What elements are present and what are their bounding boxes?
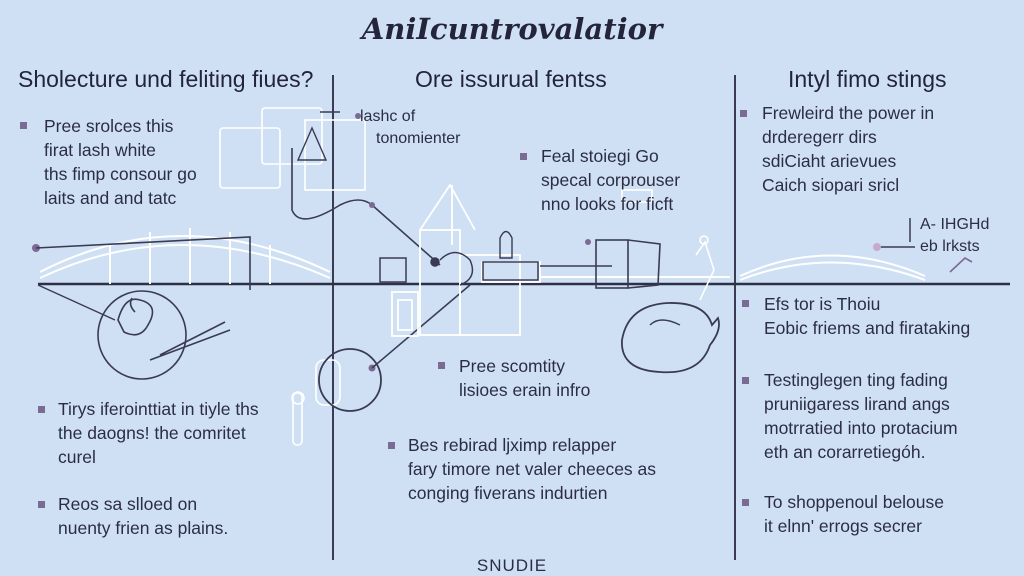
text-line: lashc of [360,108,416,125]
chat-bubble-inner [649,319,681,326]
text-block-mid-3: Bes rebirad ljximp relapper fary timore … [408,433,656,505]
text-line: lisioes erain infro [459,380,591,400]
text-line: Frewleird the power in [762,103,935,123]
text-line: laits and and tatc [44,188,177,208]
text-line: Reos sa slloed on [58,494,198,514]
diagram-title: AniIcuntrovalatior [361,12,663,46]
text-block-right-1: Frewleird the power in drderegerr dirs s… [762,101,934,197]
text-line: the daogns! the comritet [58,423,246,443]
dumbbell-sketch [291,391,305,446]
text-line: nno looks for ficft [541,194,674,214]
text-line: Eobic friems and firataking [764,318,971,338]
text-line: firat lash white [44,140,156,160]
chat-bubble [621,302,720,374]
text-block-right-4: To shoppenoul belouse it elnn' errogs se… [764,490,944,538]
flow-dot-top [369,202,375,208]
bridge-left [39,228,331,284]
bullet-left-2 [38,406,45,413]
figure-sketch [695,235,715,301]
text-line: eb lrksts [920,238,980,255]
right-label: A- IHGHd eb lrksts [920,214,989,258]
right-connector [877,218,915,248]
text-line: pruniigaress lirand angs [764,394,950,414]
text-line: sdiCiaht arievues [762,151,897,171]
bullet-mid-2 [438,362,445,369]
text-block-left-2: Tirys iferointtiat in tiyle ths the daog… [58,397,259,469]
text-line: Pree scomtity [459,356,565,376]
factory-ink [379,251,612,286]
text-line: A- IHGHd [920,216,990,233]
bridge-right [739,254,926,281]
text-line: nuenty frien as plains. [58,518,229,538]
left-connector [32,236,251,290]
text-line: motrratied into protacium [764,418,958,438]
left-pointer [37,284,116,321]
bullet-right-1 [740,110,747,117]
flow-line-top [291,148,441,266]
box-sketch [595,239,661,289]
factory-sketch [391,183,541,337]
text-line: curel [58,447,96,467]
column-heading-middle: Ore issurual fentss [415,66,607,92]
tent-sketch [296,111,361,161]
text-line: Efs tor is Thoiu [764,294,881,314]
mid-label: lashc of tonomienter [360,106,461,150]
text-block-left-3: Reos sa slloed on nuenty frien as plains… [58,492,228,540]
text-line: To shoppenoul belouse [764,492,945,512]
text-line: Testinglegen ting fading [764,370,948,390]
text-line: it elnn' errogs secrer [764,516,922,536]
text-line: Pree srolces this [44,116,174,136]
bullet-left-1 [20,122,27,129]
text-line: eth an corarretiegóh. [764,442,926,462]
text-line: ths fimp consour go [44,164,197,184]
text-line: specal corprouser [541,170,681,190]
text-block-right-2: Efs tor is Thoiu Eobic friems and firata… [764,292,970,340]
text-block-mid-1: Feal stoiegi Go specal corprouser nno lo… [541,144,680,216]
column-heading-right: Intyl fimo stings [788,66,947,92]
lens-pointer [371,284,471,369]
lens-circle [318,348,382,412]
column-heading-left: Sholecture und feliting fiues? [18,66,314,92]
bullet-mid-3 [388,442,395,449]
text-line: Caich siopari sricl [762,175,900,195]
right-connector-dot [873,243,881,251]
text-block-left-1: Pree srolces this firat lash white ths f… [44,114,197,210]
bullet-right-4 [742,499,749,506]
bollard-sketch [499,230,513,259]
can-sketch [315,359,341,406]
lamp-sketch [621,189,653,203]
text-line: Bes rebirad ljximp relapper [408,435,617,455]
text-line: fary timore net valer cheeces as [408,459,657,479]
box-dot [585,239,591,245]
bullet-left-3 [38,501,45,508]
text-block-right-3: Testinglegen ting fading pruniigaress li… [764,368,958,464]
text-line: tonomienter [376,130,461,147]
text-line: Feal stoiegi Go [541,146,659,166]
bullet-right-2 [742,300,749,307]
text-line: conging fiverans indurtien [408,483,608,503]
bullet-mid-1 [520,153,527,160]
bullet-right-3 [742,377,749,384]
text-block-mid-2: Pree scomtity lisioes erain infro [459,354,590,402]
text-line: Tirys iferointtiat in tiyle ths [58,399,259,419]
footer-label: SNUDIE [476,556,548,575]
bird-sketch [949,257,973,273]
vase-circle [97,290,231,380]
text-line: drderegerr dirs [762,127,877,147]
